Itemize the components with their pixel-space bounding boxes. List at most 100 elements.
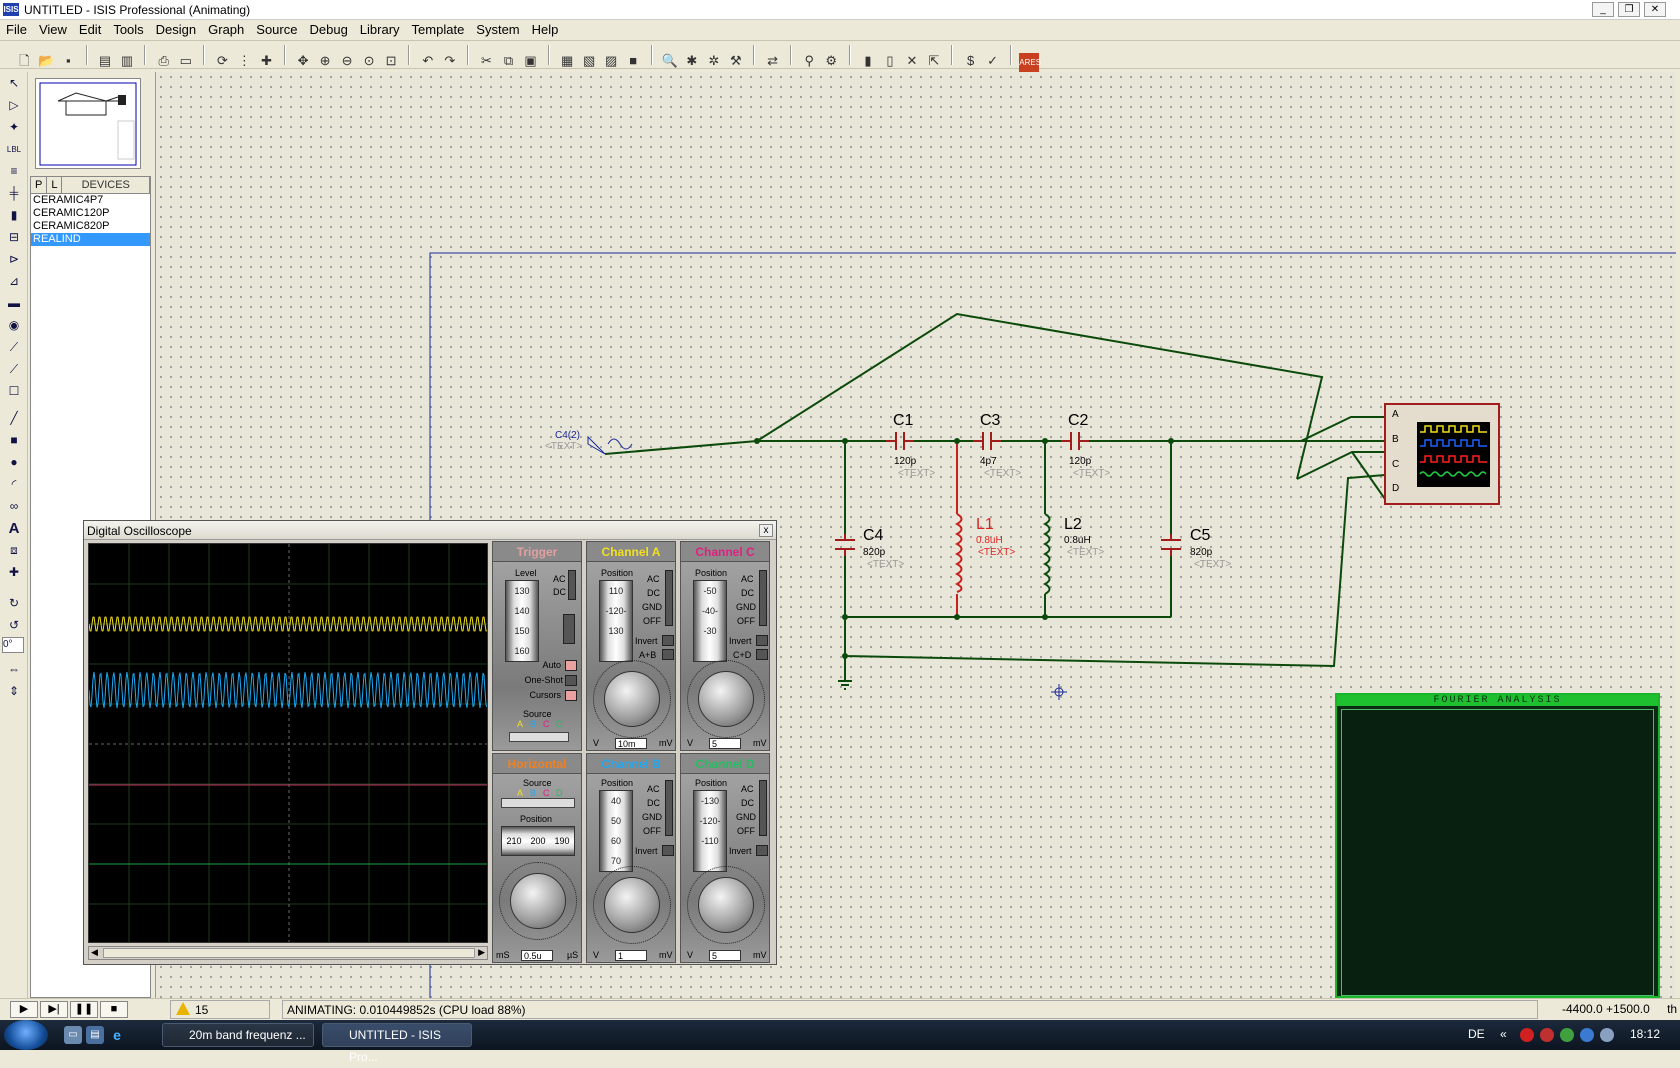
generator-icon[interactable]: ◉ [8, 318, 20, 332]
block-rotate-icon[interactable]: ▨ [605, 53, 618, 68]
menu-view[interactable]: View [38, 22, 67, 37]
internet-explorer-icon[interactable]: e [113, 1027, 121, 1043]
block-copy-icon[interactable]: ▦ [561, 53, 574, 68]
c1-label[interactable]: C1 [893, 412, 914, 429]
trigger-source-slider[interactable] [509, 732, 569, 742]
buses-icon[interactable]: ╪ [9, 186, 19, 200]
cut-icon[interactable]: ✂ [481, 53, 492, 68]
zoom-area-icon[interactable]: ⊡ [385, 53, 397, 68]
library-manager-button[interactable]: L [47, 177, 63, 193]
open-folder-icon[interactable]: 📂 [38, 53, 55, 68]
import-icon[interactable]: ▤ [98, 53, 112, 68]
edge-switch[interactable] [563, 614, 575, 644]
block-move-icon[interactable]: ▧ [583, 53, 596, 68]
selection-mode-icon[interactable]: ↖ [8, 76, 20, 90]
step-button[interactable]: ▶| [40, 1001, 68, 1018]
mirror-y-icon[interactable]: ⇕ [8, 684, 20, 698]
pan-icon[interactable]: ✥ [297, 53, 309, 68]
digital-oscilloscope-window[interactable]: Digital Oscilloscope x ◀ ▶ Trigger Level… [83, 520, 777, 965]
channel-c-sum-switch[interactable] [756, 649, 768, 660]
block-delete-icon[interactable]: ■ [629, 53, 638, 68]
zoom-child-icon[interactable]: ⇱ [928, 53, 940, 68]
channel-a-volts-knob[interactable] [604, 671, 660, 727]
timebase-knob[interactable] [510, 873, 566, 929]
menu-edit[interactable]: Edit [78, 22, 102, 37]
timebase-input[interactable]: 0.5u [521, 950, 553, 961]
menu-file[interactable]: File [6, 22, 27, 37]
tray-close-icon[interactable] [1540, 1028, 1554, 1042]
channel-c-volts-input[interactable]: 5 [709, 738, 741, 749]
channel-c-position-drum[interactable]: -50-40--30 [693, 580, 727, 662]
menu-system[interactable]: System [476, 22, 520, 37]
save-icon[interactable]: ▪ [66, 53, 71, 68]
menu-template[interactable]: Template [411, 22, 465, 37]
tape-recorder-icon[interactable]: ▬ [8, 296, 20, 310]
show-desktop-icon[interactable]: ▭ [64, 1026, 82, 1044]
remove-sheet-icon[interactable]: ▯ [886, 53, 894, 68]
taskbar-item-isis[interactable]: UNTITLED - ISIS Pro... [322, 1023, 472, 1064]
minimize-button[interactable]: _ [1592, 2, 1614, 17]
rotate-cw-icon[interactable]: ↻ [8, 596, 20, 610]
circle-tool-icon[interactable]: ● [10, 455, 18, 469]
channel-d-invert-switch[interactable] [756, 845, 768, 856]
pick-device-icon[interactable]: 🔍 [661, 53, 678, 68]
device-item-selected[interactable]: REALIND [31, 233, 150, 246]
print-area-icon[interactable]: ▭ [179, 53, 192, 68]
mirror-x-icon[interactable]: ⇔ [8, 662, 20, 676]
menu-design[interactable]: Design [155, 22, 197, 37]
menu-tools[interactable]: Tools [113, 22, 144, 37]
rotation-field[interactable]: 0° [2, 637, 24, 653]
pin-mode-icon[interactable]: ⊳ [8, 252, 20, 266]
c5-label[interactable]: C5 [1190, 527, 1211, 544]
grid-icon[interactable]: ⋮ [237, 53, 251, 68]
print-icon[interactable]: ⎙ [158, 53, 169, 68]
menu-graph[interactable]: Graph [208, 22, 245, 37]
messages-count[interactable]: 15 Message(s) [170, 1000, 270, 1035]
goto-sheet-icon[interactable]: ✕ [906, 53, 918, 68]
ares-netlist-icon[interactable]: ARES [1019, 53, 1041, 73]
menu-help[interactable]: Help [531, 22, 559, 37]
tray-display-icon[interactable] [1580, 1028, 1594, 1042]
channel-c-volts-knob[interactable] [698, 671, 754, 727]
c2-label[interactable]: C2 [1068, 412, 1089, 429]
paste-icon[interactable]: ▣ [524, 53, 537, 68]
language-indicator[interactable]: DE [1468, 1027, 1485, 1041]
channel-b-volts-knob[interactable] [604, 877, 660, 933]
copy-icon[interactable]: ⧉ [503, 53, 514, 68]
horizontal-source-slider[interactable] [501, 798, 575, 808]
channel-d-volts-input[interactable]: 5 [709, 950, 741, 961]
text-tool-icon[interactable]: A [8, 520, 20, 537]
play-button[interactable]: ▶ [10, 1001, 38, 1018]
switch-windows-icon[interactable]: ▤ [86, 1026, 104, 1044]
device-item[interactable]: CERAMIC820P [33, 220, 110, 232]
ac-dc-switch[interactable] [568, 570, 576, 600]
close-button[interactable]: ✕ [1644, 2, 1666, 17]
channel-a-mode-switch[interactable] [665, 570, 673, 626]
menu-source[interactable]: Source [256, 22, 298, 37]
export-icon[interactable]: ▥ [120, 53, 134, 68]
text-script-icon[interactable]: ≡ [10, 164, 18, 178]
device-item[interactable]: CERAMIC120P [33, 207, 110, 219]
subcircuit-icon[interactable]: ▮ [10, 208, 18, 222]
package-tool-icon[interactable]: ✲ [708, 53, 720, 68]
channel-c-mode-switch[interactable] [759, 570, 767, 626]
channel-d-mode-switch[interactable] [759, 780, 767, 836]
l2-label[interactable]: L2 [1064, 516, 1082, 533]
new-file-icon[interactable]: 🗋 [19, 53, 30, 68]
tray-antivirus-icon[interactable] [1520, 1028, 1534, 1042]
tray-volume-icon[interactable] [1600, 1028, 1614, 1042]
oscilloscope-close-button[interactable]: x [759, 524, 773, 537]
arc-tool-icon[interactable]: ◜ [11, 477, 17, 491]
channel-b-volts-input[interactable]: 1 [615, 950, 647, 961]
wire-autorouter-icon[interactable]: ⇄ [767, 53, 778, 68]
channel-a-invert-switch[interactable] [662, 635, 674, 646]
c3-label[interactable]: C3 [980, 412, 1001, 429]
maximize-button[interactable]: ❐ [1618, 2, 1640, 17]
overview-window[interactable] [35, 78, 141, 169]
l1-label[interactable]: L1 [976, 516, 994, 533]
bill-of-materials-icon[interactable]: $ [966, 53, 975, 68]
pick-devices-button[interactable]: P [31, 177, 48, 193]
search-tag-icon[interactable]: ⚲ [804, 53, 814, 68]
